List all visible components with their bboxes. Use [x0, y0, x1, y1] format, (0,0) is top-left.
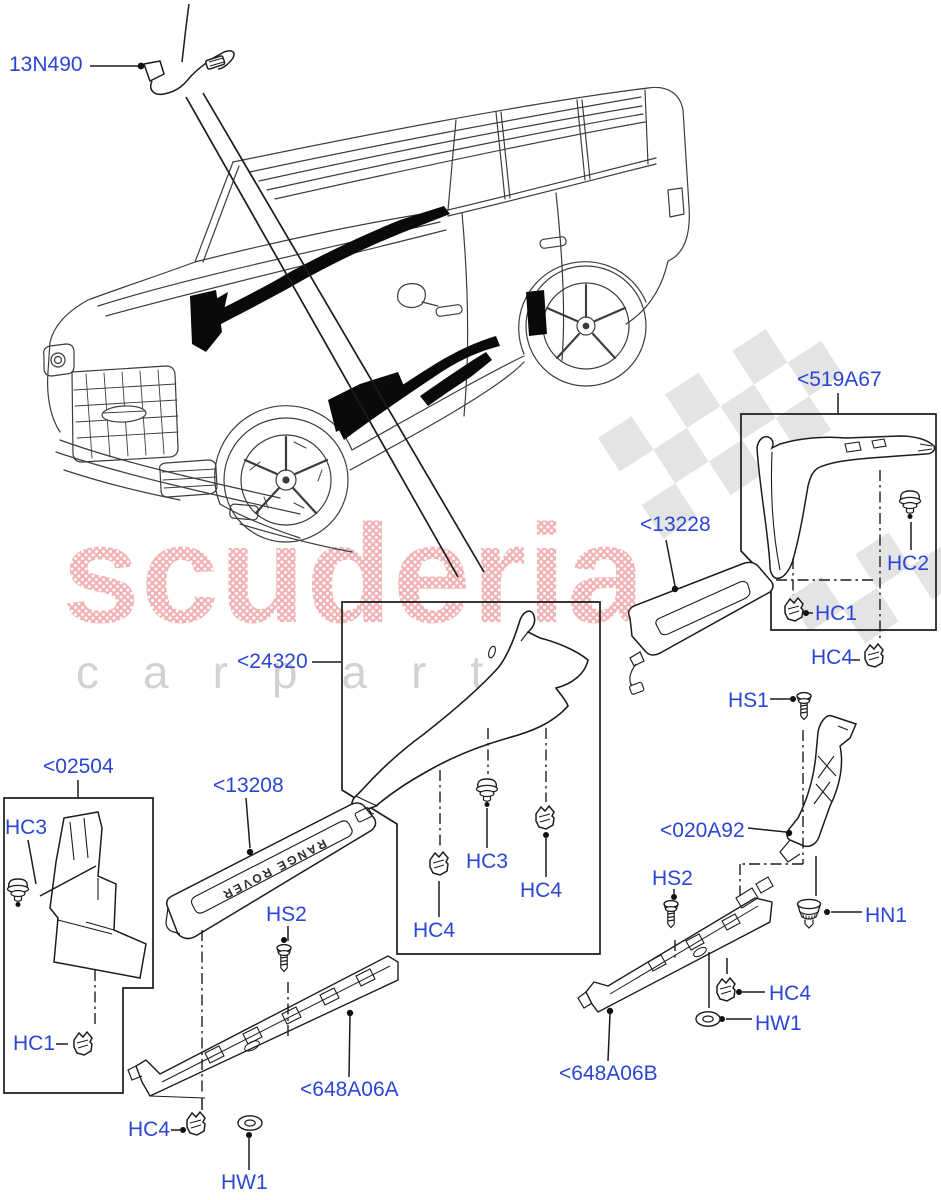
checkered-flag-watermark [598, 329, 941, 644]
callout-hc2-pillar[interactable]: HC2 [887, 552, 930, 575]
callout-hc3-box[interactable]: HC3 [466, 850, 509, 873]
wire-part-13n490 [143, 3, 235, 96]
callout-648a06a[interactable]: <648A06A [300, 1078, 399, 1101]
callout-13208[interactable]: <13208 [213, 774, 284, 797]
pillar-bracket-020a92 [779, 714, 858, 863]
highlighted-trim-areas [190, 206, 547, 440]
callout-hc4-box-bottom[interactable]: HC4 [413, 919, 456, 942]
callout-box-24320 [341, 601, 601, 955]
sill-deflector-648a06a [127, 955, 399, 1099]
callout-13228[interactable]: <13228 [640, 513, 711, 536]
screw-icon [796, 691, 812, 721]
callout-648a06b[interactable]: <648A06B [559, 1062, 658, 1085]
callout-hn1[interactable]: HN1 [865, 904, 908, 927]
brand-watermark: scuderia carparts [62, 495, 646, 698]
callout-box-02504 [3, 797, 154, 1094]
washer-icon [237, 1115, 263, 1131]
grommet-icon [6, 878, 30, 908]
screw-icon [276, 943, 292, 973]
grommet-icon [475, 778, 499, 808]
pointer-lines [185, 92, 485, 578]
brand-watermark-tagline: carparts [76, 646, 594, 698]
clip-icon [186, 1111, 206, 1136]
callout-hc4-box-right[interactable]: HC4 [520, 879, 563, 902]
clip-icon [864, 643, 884, 668]
clip-icon [73, 1031, 93, 1056]
leader-lines [27, 65, 912, 1170]
callout-hs1[interactable]: HS1 [728, 689, 769, 712]
washer-icon [695, 1011, 721, 1027]
callout-24320[interactable]: <24320 [237, 650, 308, 673]
callout-02504[interactable]: <02504 [43, 755, 114, 778]
rear-tread-plate-13228 [627, 561, 774, 695]
callout-hc4-right[interactable]: HC4 [769, 982, 812, 1005]
callout-hc4-bottom-left[interactable]: HC4 [128, 1118, 171, 1141]
callout-hs2-right[interactable]: HS2 [652, 867, 693, 890]
pillar-trim-part [756, 435, 936, 580]
leader-line-dashes [94, 470, 881, 1094]
brand-watermark-text: scuderia [62, 495, 646, 652]
leader-dots [137, 62, 830, 1138]
callout-hc4-pillar[interactable]: HC4 [811, 646, 854, 669]
clip-icon [429, 851, 449, 876]
vehicle-illustration [43, 86, 690, 553]
sill-deflector-648a06b [577, 876, 774, 1013]
callout-hc1-pillar[interactable]: HC1 [815, 602, 858, 625]
quarter-trim-part [351, 610, 589, 815]
cowl-bracket-part [49, 811, 147, 979]
nut-icon [796, 898, 822, 929]
callout-hw1-right[interactable]: HW1 [755, 1012, 802, 1035]
clip-icon [535, 805, 555, 830]
callout-13n490[interactable]: 13N490 [9, 53, 83, 76]
callout-020a92[interactable]: <020A92 [660, 819, 745, 842]
callout-519a67[interactable]: <519A67 [797, 368, 882, 391]
callout-hw1-bottom-left[interactable]: HW1 [221, 1171, 268, 1194]
screw-icon [663, 899, 679, 929]
callout-box-519a67 [740, 413, 937, 631]
grommet-icon [898, 490, 922, 520]
callout-hc3-left[interactable]: HC3 [5, 816, 48, 839]
callout-hc1-left[interactable]: HC1 [13, 1032, 56, 1055]
clip-icon [716, 977, 736, 1002]
callout-hs2-left[interactable]: HS2 [266, 903, 307, 926]
